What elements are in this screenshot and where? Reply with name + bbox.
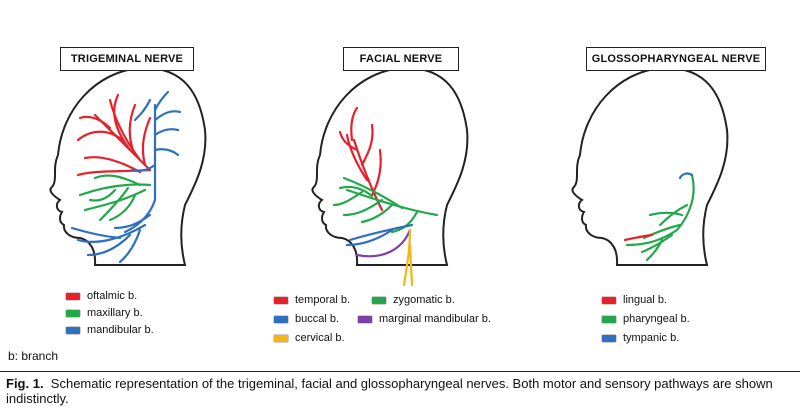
facial-title: FACIAL NERVE (343, 47, 459, 71)
legend-label: zygomatic b. (393, 294, 455, 306)
legend-item-ophthalmic: oftalmic b. (66, 290, 137, 302)
legend-label: oftalmic b. (87, 290, 138, 302)
figure-caption: Fig. 1. Schematic representation of the … (6, 376, 796, 406)
trigeminal-title: TRIGEMINAL NERVE (60, 47, 194, 71)
facial-buccal-branch (345, 223, 414, 247)
legend-item-mandibular: mandibular b. (66, 324, 154, 336)
blue-swatch (274, 315, 288, 323)
yellow-swatch (274, 334, 288, 342)
blue-swatch (602, 334, 616, 342)
legend-item-buccal: buccal b. (274, 313, 339, 325)
trigeminal-head (49, 66, 207, 266)
glossopharyngeal-tympanic-branch (678, 172, 694, 180)
legend-item-marginal-mandibular: marginal mandibular b. (358, 313, 491, 325)
green-swatch (66, 309, 80, 317)
glossopharyngeal-lingual-branch (623, 233, 654, 242)
facial-cervical-branch (402, 228, 414, 287)
legend-item-tympanic: tympanic b. (602, 332, 679, 344)
legend-label: pharyngeal b. (623, 313, 690, 325)
legend-item-temporal: temporal b. (274, 294, 350, 306)
facial-marginal-mandibular-branch (355, 228, 412, 258)
legend-label: marginal mandibular b. (379, 313, 491, 325)
trigeminal-maxillary-branch (78, 174, 152, 222)
caption-divider (0, 371, 800, 372)
glossopharyngeal-title: GLOSSOPHARYNGEAL NERVE (586, 47, 766, 71)
legend-label: temporal b. (295, 294, 351, 306)
legend-item-maxillary: maxillary b. (66, 307, 143, 319)
green-swatch (372, 296, 386, 304)
legend-item-zygomatic: zygomatic b. (372, 294, 455, 306)
green-swatch (602, 315, 616, 323)
trigeminal-ophthalmic-branch (76, 93, 152, 177)
red-swatch (274, 296, 288, 304)
legend-label: tympanic b. (623, 332, 680, 344)
purple-swatch (358, 315, 372, 323)
legend-label: lingual b. (623, 294, 668, 306)
glossopharyngeal-head (571, 66, 729, 266)
caption-label: Fig. 1. (6, 376, 44, 391)
facial-zygomatic-branch (332, 176, 439, 234)
legend-label: cervical b. (295, 332, 345, 344)
caption-text: Schematic representation of the trigemin… (6, 376, 773, 406)
glossopharyngeal-pharyngeal-branch (625, 173, 695, 262)
trigeminal-mandibular-branch (70, 90, 182, 264)
red-swatch (602, 296, 616, 304)
legend-label: mandibular b. (87, 324, 154, 336)
legend-item-pharyngeal: pharyngeal b. (602, 313, 690, 325)
legend-label: buccal b. (295, 313, 340, 325)
branch-note: b: branch (8, 349, 59, 363)
nerve-illustrations (49, 66, 729, 287)
red-swatch (66, 292, 80, 300)
legend-item-cervical: cervical b. (274, 332, 345, 344)
legend-label: maxillary b. (87, 307, 143, 319)
blue-swatch (66, 326, 80, 334)
facial-temporal-branch (338, 106, 384, 212)
legend-item-lingual: lingual b. (602, 294, 667, 306)
facial-head (311, 66, 469, 287)
